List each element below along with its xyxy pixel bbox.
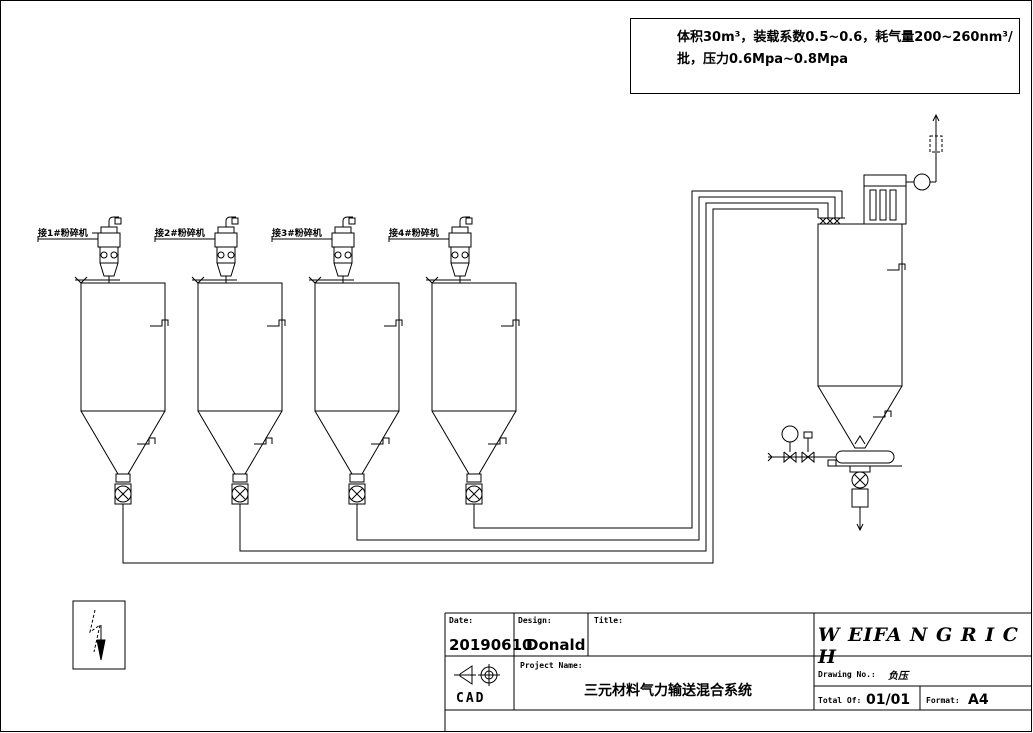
crusher-label-1: 接1#粉碎机 — [38, 229, 88, 239]
specification-note: 体积30m³，装载系数0.5~0.6，耗气量200~260nm³/ 批，压力0.… — [630, 18, 1020, 94]
hopper-4 — [388, 216, 520, 505]
date-value: 20190610 — [449, 636, 533, 654]
design-label: Design: — [518, 616, 552, 625]
design-value: Donald — [526, 636, 586, 654]
project-name-value: 三元材料气力输送混合系统 — [584, 683, 752, 699]
lightning-symbol — [72, 600, 126, 670]
crusher-label-4: 接4#粉碎机 — [389, 229, 439, 239]
cad-logo: CAD — [456, 691, 486, 706]
note-line-2: 批，压力0.6Mpa~0.8Mpa — [677, 52, 848, 67]
title-label: Title: — [594, 616, 623, 625]
hopper-3 — [271, 216, 403, 505]
hopper-1 — [37, 216, 169, 505]
mixing-silo — [767, 113, 943, 532]
format-label: Format: — [926, 696, 960, 705]
title-block-frame — [444, 612, 1031, 731]
conveying-pipes — [122, 190, 843, 564]
total-label: Total Of: — [818, 696, 862, 705]
drawing-no-label: Drawing No.: — [818, 670, 876, 679]
format-value: A4 — [968, 692, 989, 708]
hopper-2 — [154, 216, 286, 505]
date-label: Date: — [449, 616, 474, 625]
total-value: 01/01 — [866, 692, 911, 708]
crusher-label-3: 接3#粉碎机 — [272, 229, 322, 239]
crusher-label-2: 接2#粉碎机 — [155, 229, 205, 239]
project-name-label: Project Name: — [520, 661, 583, 670]
cad-projection-symbol — [454, 664, 500, 686]
company-name: W EIFA N G R I C H — [818, 624, 1019, 668]
note-line-1: 体积30m³，装载系数0.5~0.6，耗气量200~260nm³/ — [677, 30, 1013, 45]
drawing-no-value: 负压 — [888, 671, 908, 682]
